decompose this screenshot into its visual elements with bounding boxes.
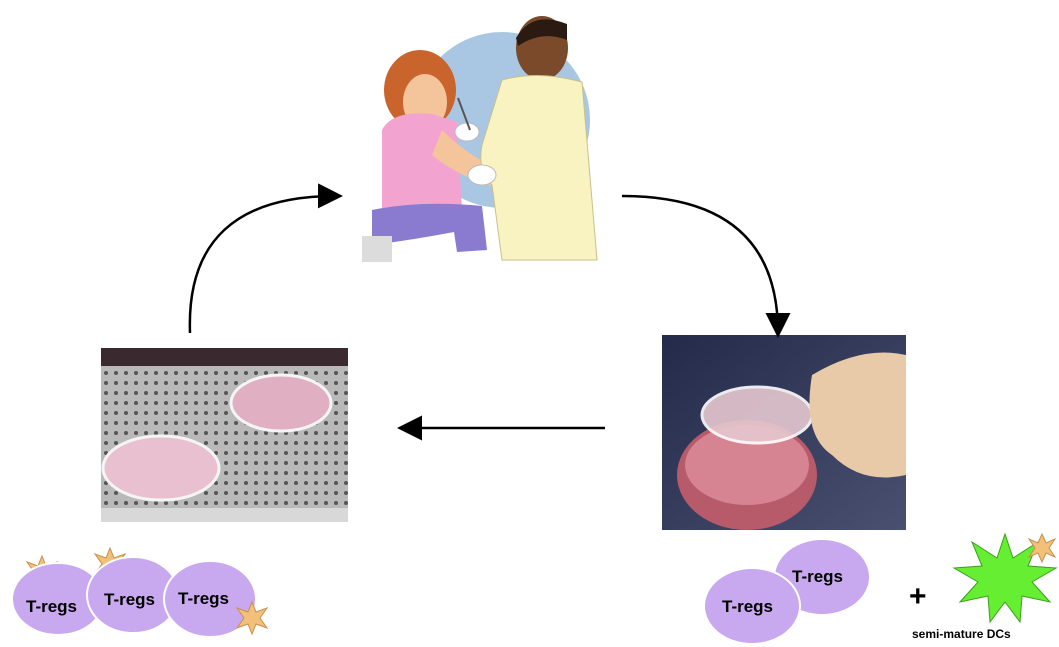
left-treg-cluster-shapes <box>11 546 269 638</box>
treg-label: T-regs <box>178 589 230 608</box>
sun-marker-icon <box>235 600 269 636</box>
dc-caption: semi-mature DCs <box>912 627 1011 641</box>
petri-dish-photo <box>662 335 906 530</box>
plus-sign: + <box>909 580 927 613</box>
arrow-left-to-top <box>188 183 343 334</box>
arrow-top-to-right <box>621 194 791 338</box>
vaccination-illustration <box>362 10 607 262</box>
treg-label: T-regs <box>792 567 844 586</box>
dendritic-cell-icon <box>952 532 1058 624</box>
sun-marker-icon <box>1027 532 1057 564</box>
treg-label: T-regs <box>26 597 78 616</box>
treg-label: T-regs <box>104 590 156 609</box>
treg-label: T-regs <box>722 597 774 616</box>
right-treg-cluster-shapes <box>703 538 871 645</box>
culture-plates-photo <box>101 348 348 522</box>
